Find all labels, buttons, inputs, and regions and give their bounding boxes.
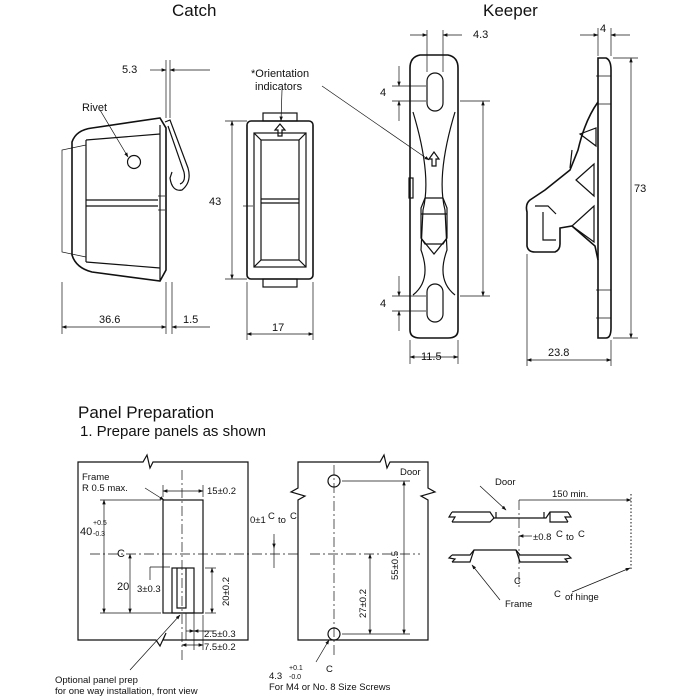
panel-prep-step: 1. Prepare panels as shown [80,423,266,440]
optional-prep-1: Optional panel prep [55,675,138,686]
panel-cl-symbol: C [117,548,125,560]
orientation-label-2: indicators [255,81,303,93]
keeper-title: Keeper [483,1,538,20]
catch-dim-front-width: 17 [272,322,284,334]
panel-dim-3: 3±0.3 [137,584,161,595]
panel-dim-20: 20 [117,581,129,593]
keeper-front-view [392,30,490,364]
hole-tol-minus: -0.0 [289,674,301,681]
section-dim-150: 150 min. [552,489,588,500]
section-cl-1: C [556,529,563,540]
panel-dim-2-5: 2.5±0.3 [204,629,236,640]
panel-prep-title: Panel Preparation [78,403,214,422]
hole-dim: 4.3 [269,671,282,682]
catch-dim-width: 36.6 [99,314,120,326]
section-cl-2: C [578,529,585,540]
panel-cl-2: C [290,511,297,522]
screw-note: For M4 or No. 8 Size Screws [269,682,391,693]
panel-dim-20-tol: 20±0.2 [221,577,232,606]
keeper-dim-side-depth: 23.8 [548,347,569,359]
keeper-dim-slot-width: 4.3 [473,29,488,41]
keeper-top-slot [426,72,444,112]
rivet-label: Rivet [82,102,107,114]
section-frame-label: Frame [505,599,532,610]
rivet-icon [126,154,142,170]
orientation-label-1: *Orientation [251,68,309,80]
keeper-bottom-slot [426,283,444,323]
keeper-dim-front-width: 11.5 [421,351,442,363]
section-door-label: Door [495,477,516,488]
section-dim-0-8: ±0.8 [533,532,551,543]
frame-panel-drawing [77,453,300,671]
panel-to-label: to [278,515,286,526]
door-dim-55: 55±0.5 [390,551,401,580]
section-to-label: to [566,532,574,543]
hole-tol-plus: +0.1 [289,665,303,672]
panel-dim-cut-width: 15±0.2 [207,486,236,497]
door-dim-27: 27±0.2 [358,589,369,618]
keeper-dim-height: 73 [634,183,646,195]
catch-front-view [225,85,430,340]
catch-dim-height: 43 [209,196,221,208]
catch-title: Catch [172,1,216,20]
door-label: Door [400,467,421,478]
frame-label-1: Frame [82,472,109,483]
section-cl-3: C [514,576,521,587]
keeper-side-view [525,28,638,366]
door-panel-drawing [289,453,437,663]
door-cl-symbol: C [326,664,333,675]
panel-tol-minus: -0.3 [93,531,105,538]
catch-dim-top: 5.3 [122,64,137,76]
keeper-dim-side-thickness: 4 [600,23,606,35]
panel-dim-7-5: 7.5±0.2 [204,642,236,653]
keeper-orientation-arrow-icon [427,150,441,167]
panel-cl-1: C [268,511,275,522]
frame-label-2: R 0.5 max. [82,483,128,494]
orientation-arrow-icon [273,123,287,137]
section-cl-4: C [554,589,561,600]
catch-side-view [61,60,210,334]
keeper-dim-slot-top: 4 [380,87,386,99]
panel-tol-plus: +0.5 [93,520,107,527]
section-view-drawing [447,485,632,601]
section-of-hinge: of hinge [565,592,599,603]
panel-dim-40: 40 [80,526,92,538]
optional-prep-2: for one way installation, front view [55,686,198,697]
keeper-dim-slot-bottom: 4 [380,298,386,310]
panel-offset-label: 0±1 [250,515,266,526]
catch-dim-small: 1.5 [183,314,198,326]
